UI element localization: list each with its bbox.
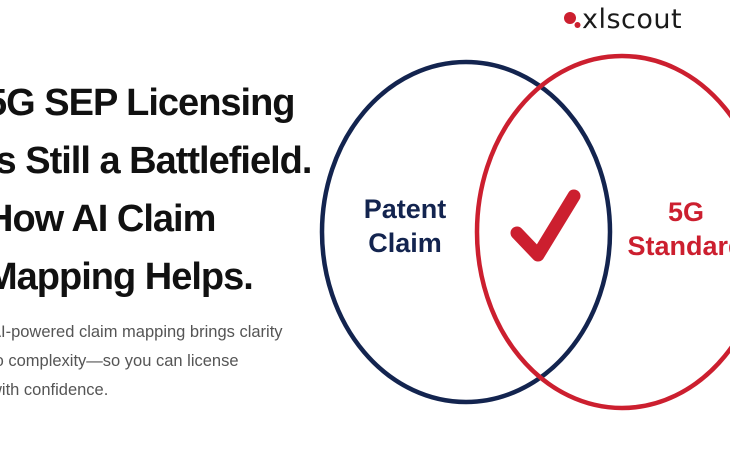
subtitle-line-3: with confidence.: [0, 381, 109, 399]
5g-standard-label-line-1: 5G: [668, 197, 704, 227]
patent-claim-label-line-1: Patent: [364, 194, 447, 224]
logo-wordmark: xlscout: [582, 4, 683, 35]
5g-standard-circle: [474, 53, 730, 411]
title-line-3: How AI Claim: [0, 198, 216, 240]
title-line-1: 5G SEP Licensing: [0, 82, 296, 124]
subtitle: AI-powered claim mapping brings clarity …: [0, 318, 290, 405]
subtitle-line-2: to complexity—so you can license: [0, 352, 239, 370]
patent-claim-label-line-2: Claim: [368, 228, 442, 258]
title-line-2: Is Still a Battlefield.: [0, 140, 312, 182]
subtitle-line-1: AI-powered claim mapping brings clarity: [0, 323, 283, 341]
title-line-4: Mapping Helps.: [0, 256, 254, 298]
page-title: 5G SEP Licensing Is Still a Battlefield.…: [0, 74, 326, 306]
checkmark-icon: [510, 189, 581, 262]
logo-dots-icon: [564, 11, 581, 28]
patent-claim-circle: [319, 59, 613, 405]
xlscout-logo: xlscout: [563, 6, 682, 33]
5g-standard-label-line-2: Standard: [627, 231, 730, 261]
